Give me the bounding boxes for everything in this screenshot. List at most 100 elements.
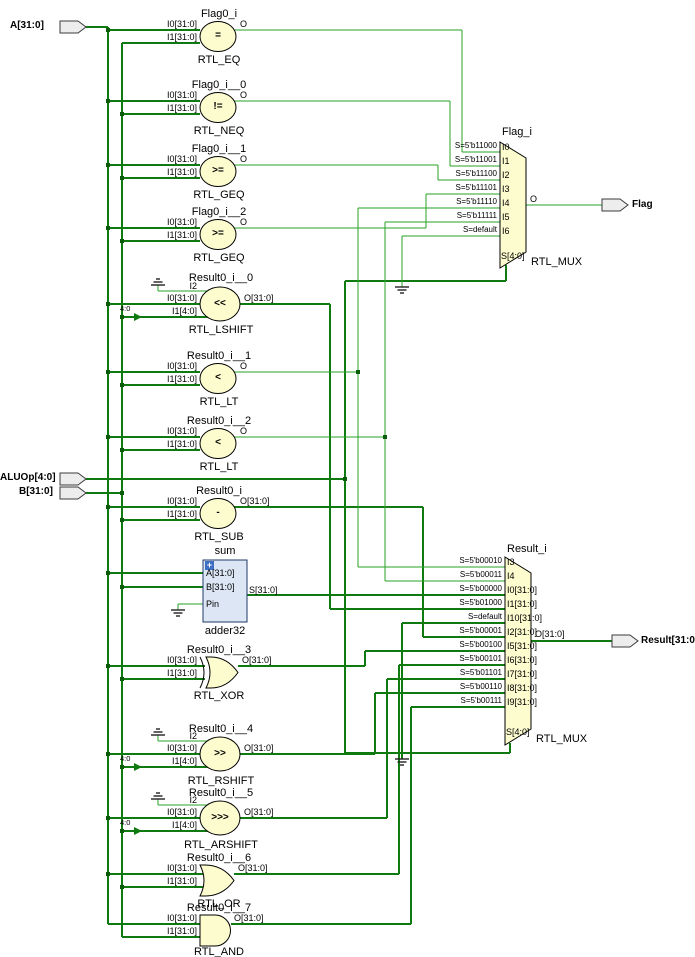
pin-label-out: O[31:0] bbox=[244, 293, 274, 303]
operator-glyph: < bbox=[215, 372, 221, 383]
rtl-sub-shape bbox=[199, 498, 237, 529]
xor-gate-back-arc bbox=[199, 656, 205, 689]
port-result-symbol bbox=[611, 634, 639, 648]
mux-cond-label: S=5'b00001 bbox=[459, 626, 502, 635]
mux-pin-label: I4 bbox=[507, 571, 515, 581]
and-gate-shape bbox=[199, 914, 231, 947]
pin-label-i2: I2 bbox=[189, 731, 197, 741]
pin-label-i0: I0[31:0] bbox=[166, 19, 197, 29]
pin-label-i0: I0[31:0] bbox=[166, 90, 197, 100]
cell-type-label: RTL_XOR bbox=[193, 690, 245, 702]
expand-module-icon[interactable]: + bbox=[205, 560, 214, 570]
pin-label-i1: I1[31:0] bbox=[166, 926, 197, 936]
rtl-lt-shape bbox=[199, 363, 237, 394]
pin-label-a: A[31:0] bbox=[206, 568, 235, 578]
or-gate-shape bbox=[199, 864, 235, 897]
pin-label-out: O[31:0] bbox=[234, 913, 264, 923]
cell-name-label: Flag0_i__2 bbox=[191, 206, 247, 218]
pin-label-i0: I0[31:0] bbox=[166, 361, 197, 371]
port-flag-symbol bbox=[601, 198, 629, 212]
pin-label-i1: I1[31:0] bbox=[166, 103, 197, 113]
pin-label-out: O bbox=[240, 90, 248, 100]
mux-pin-label: I1[31:0] bbox=[507, 599, 538, 609]
mux-cond-label: S=5'b11000 bbox=[454, 141, 497, 150]
pin-label-i0: I0[31:0] bbox=[166, 217, 197, 227]
pin-label-i1: I1[31:0] bbox=[166, 32, 197, 42]
cell-name-label: Result0_i__1 bbox=[186, 350, 252, 362]
mux-pin-label: I8[31:0] bbox=[507, 683, 538, 693]
pin-label-i0: I0[31:0] bbox=[166, 743, 197, 753]
cell-name-label: Result0_i__0 bbox=[188, 272, 254, 284]
mux-pin-label: I5[31:0] bbox=[507, 641, 538, 651]
cell-shapes[interactable] bbox=[199, 21, 532, 947]
mux-pin-label: I10[31:0] bbox=[507, 613, 543, 623]
mux-cond-label: S=5'b00100 bbox=[459, 640, 502, 649]
pin-label-out: O bbox=[240, 217, 248, 227]
module-name-label: sum bbox=[214, 545, 236, 557]
mux-cond-label: S=default bbox=[467, 612, 502, 621]
mux-cond-label: S=5'b00011 bbox=[459, 570, 502, 579]
rtl-lshift-shape bbox=[199, 286, 241, 322]
rtl-lt2-shape bbox=[199, 428, 237, 459]
rtl-arshift-shape bbox=[199, 800, 241, 836]
mux-sel-label: S[4:0] bbox=[506, 727, 530, 737]
mux-pin-label: I3 bbox=[502, 184, 510, 194]
mux-cond-label: S=5'b00110 bbox=[459, 682, 502, 691]
port-aluop-symbol bbox=[59, 472, 87, 486]
mux-cond-label: S=5'b00000 bbox=[459, 584, 502, 593]
operator-glyph: >> bbox=[214, 748, 226, 759]
scalar-nets[interactable] bbox=[157, 29, 602, 806]
pin-label-out: O bbox=[240, 154, 248, 164]
cell-name-label: Flag0_i bbox=[200, 8, 238, 20]
mux-pin-label: I1 bbox=[502, 156, 510, 166]
pin-label-i1: I1[4:0] bbox=[171, 306, 197, 316]
cell-type-label: RTL_RSHIFT bbox=[187, 775, 255, 787]
bus-slice-markers bbox=[134, 313, 142, 835]
port-label-flag: Flag bbox=[632, 199, 653, 210]
pin-label-i1: I1[31:0] bbox=[166, 509, 197, 519]
cell-type-label: RTL_AND bbox=[194, 946, 244, 957]
bus-nets[interactable] bbox=[86, 26, 612, 938]
pin-label-out: O bbox=[240, 361, 248, 371]
cell-name-label: Result0_i__3 bbox=[186, 644, 252, 656]
port-label-a: A[31:0] bbox=[10, 20, 44, 31]
rtl-geq-shape bbox=[199, 156, 237, 187]
pin-label-i0: I0[31:0] bbox=[166, 913, 197, 923]
cell-name-label: Result0_i__4 bbox=[188, 723, 254, 735]
operator-glyph: = bbox=[215, 30, 221, 41]
pin-label-i0: I0[31:0] bbox=[166, 293, 197, 303]
pin-label-i1: I1[31:0] bbox=[166, 167, 197, 177]
pin-label-out: O bbox=[240, 19, 248, 29]
xor-gate-shape bbox=[205, 656, 239, 689]
mux-name-label: Result_i bbox=[507, 543, 547, 555]
port-b-symbol bbox=[59, 486, 87, 500]
cell-name-label: Result0_i bbox=[196, 485, 242, 497]
rtl-geq2-shape bbox=[199, 219, 237, 250]
cell-name-label: Result0_i__2 bbox=[186, 415, 252, 427]
mux-type-label: RTL_MUX bbox=[531, 256, 583, 268]
mux-cond-label: S=default bbox=[462, 225, 497, 234]
cell-name-label: Result0_i__5 bbox=[188, 787, 254, 799]
mux-pin-label: I3 bbox=[507, 557, 515, 567]
cell-type-label: RTL_NEQ bbox=[193, 125, 245, 137]
mux-cond-label: S=5'b11001 bbox=[454, 155, 497, 164]
ground-symbols[interactable] bbox=[151, 278, 409, 800]
mux-sel-label: S[4:0] bbox=[501, 251, 525, 261]
pin-label-i1: I1[4:0] bbox=[171, 756, 197, 766]
cell-type-label: RTL_LSHIFT bbox=[188, 324, 254, 336]
pin-label-i1: I1[31:0] bbox=[166, 876, 197, 886]
operator-glyph: << bbox=[214, 298, 226, 309]
pin-label-out: O[31:0] bbox=[240, 496, 270, 506]
pin-label-i1: I1[31:0] bbox=[166, 374, 197, 384]
pin-label-pin: Pin bbox=[206, 599, 220, 609]
pin-label-b: B[31:0] bbox=[206, 582, 235, 592]
pin-label-i0: I0[31:0] bbox=[166, 863, 197, 873]
cell-type-label: RTL_LT bbox=[199, 461, 239, 473]
mux-pin-label: I2 bbox=[502, 170, 510, 180]
pin-label-out: O[31:0] bbox=[242, 655, 272, 665]
cell-type-label: RTL_LT bbox=[199, 396, 239, 408]
mux-pin-label: I0 bbox=[502, 142, 510, 152]
port-symbols[interactable] bbox=[59, 20, 639, 648]
mux-out-label: O[31:0] bbox=[535, 629, 565, 639]
